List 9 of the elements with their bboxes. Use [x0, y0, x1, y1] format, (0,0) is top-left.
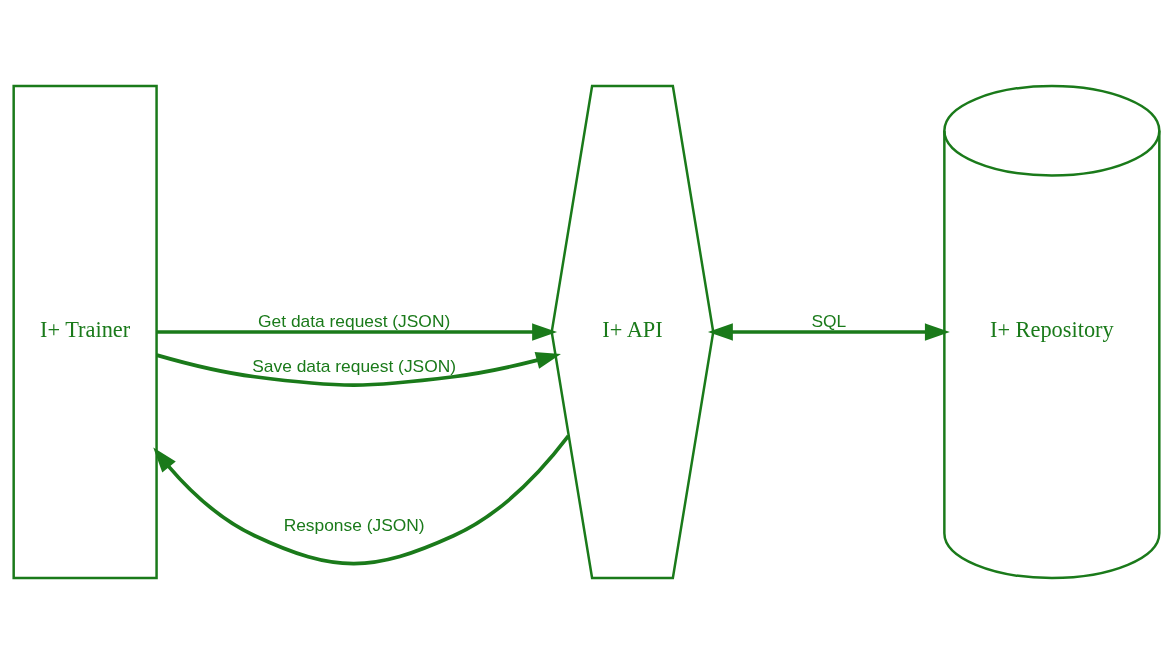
edge-label: Save data request (JSON)	[252, 356, 457, 377]
edge-label: Get data request (JSON)	[258, 311, 451, 332]
edge-label: SQL	[811, 311, 847, 332]
arrow	[707, 323, 950, 341]
arrow	[156, 351, 561, 387]
arrow	[153, 434, 570, 566]
node-box: I+ Trainer	[12, 84, 158, 580]
arrow	[157, 323, 558, 341]
edge-label: Response (JSON)	[283, 515, 425, 536]
